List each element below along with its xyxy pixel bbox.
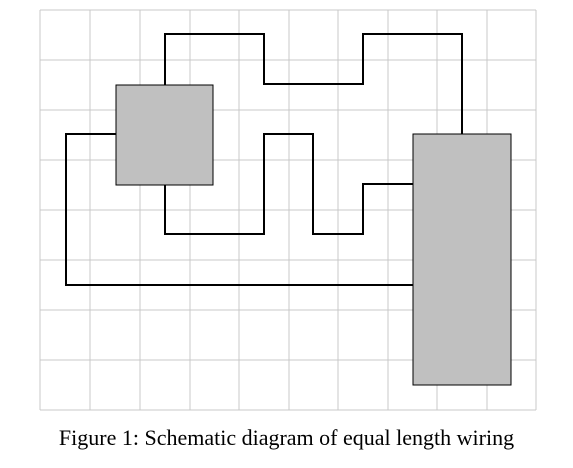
wire-top	[164, 33, 463, 134]
wire-middle	[164, 133, 413, 235]
figure-caption: Figure 1: Schematic diagram of equal len…	[58, 425, 515, 450]
wiring-diagram	[39, 9, 537, 411]
small-block	[115, 84, 214, 186]
grid	[39, 9, 537, 411]
wires	[65, 33, 463, 286]
blocks	[115, 84, 512, 386]
large-block	[412, 133, 512, 386]
wire-outer-loop	[65, 133, 413, 286]
